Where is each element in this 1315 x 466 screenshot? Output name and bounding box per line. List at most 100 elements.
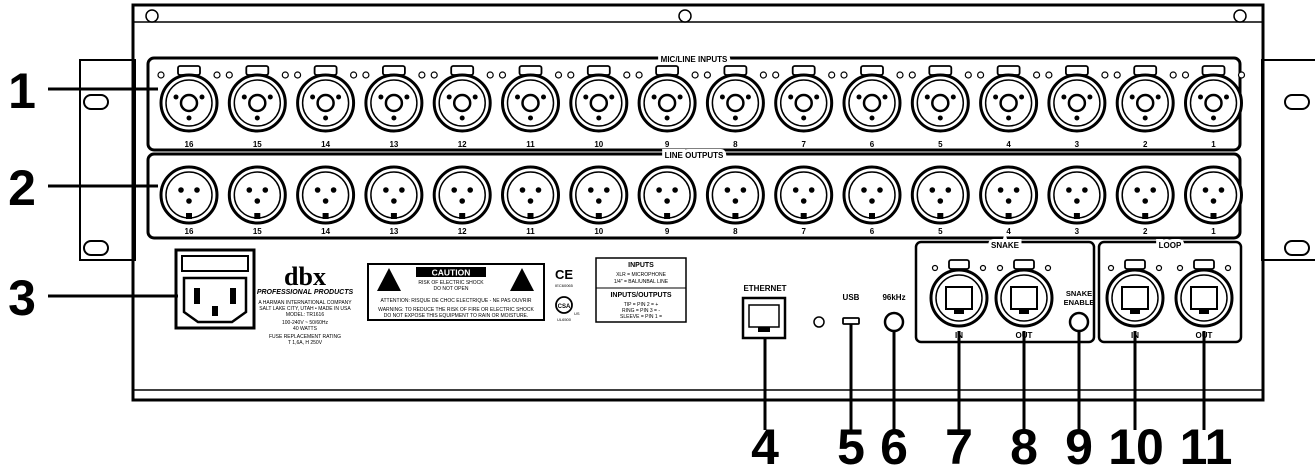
callout-3: 3	[8, 270, 36, 326]
callout-2: 2	[8, 160, 36, 216]
combo-input-jack[interactable]	[157, 65, 221, 133]
combo-input-jack[interactable]	[703, 65, 768, 133]
caution-attention: ATTENTION: RISQUE DE CHOC ELECTRIQUE - N…	[381, 298, 532, 304]
loop-title: LOOP	[1159, 241, 1182, 250]
output-channel-number: 11	[526, 227, 535, 236]
combo-input-jack[interactable]	[294, 65, 358, 133]
output-channel-number: 16	[185, 227, 194, 236]
input-channel-number: 15	[253, 140, 262, 149]
caution-title: CAUTION	[432, 268, 471, 278]
xlr-output-jack[interactable]	[842, 165, 902, 225]
input-channel-number: 5	[938, 140, 943, 149]
input-channel-number: 1	[1211, 140, 1216, 149]
csa-us: US	[574, 311, 580, 316]
xlr-output-jack[interactable]	[227, 165, 287, 225]
input-channel-number: 6	[870, 140, 875, 149]
brand-company: A HARMAN INTERNATIONAL COMPANY	[258, 300, 352, 306]
snake-title: SNAKE	[991, 241, 1020, 250]
snake-enable-button[interactable]	[1068, 311, 1090, 333]
combo-input-jack[interactable]	[498, 65, 563, 133]
brand-model: MODEL: TR1616	[286, 312, 324, 318]
xlr-output-jack[interactable]	[1047, 165, 1107, 225]
io-line1: TIP = PIN 2 = +	[624, 302, 659, 308]
xlr-output-jack[interactable]	[1115, 165, 1175, 225]
callout-9: 9	[1065, 419, 1093, 466]
csa-mark-icon	[555, 296, 573, 314]
csa-mark: CSA	[558, 304, 571, 310]
inputs-title: INPUTS	[628, 262, 654, 269]
combo-input-jack[interactable]	[430, 65, 494, 133]
power-inlet	[174, 248, 256, 330]
power-rating: 100-240V ~ 50/60Hz	[282, 320, 329, 326]
combo-input-jack[interactable]	[840, 65, 904, 133]
ethernet-label: ETHERNET	[743, 284, 786, 293]
loop-in-ethercon[interactable]	[1105, 259, 1165, 328]
xlr-output-jack[interactable]	[296, 165, 356, 225]
loop-out-ethercon[interactable]	[1174, 259, 1234, 328]
caution-line2: DO NOT OPEN	[434, 286, 469, 292]
xlr-output-jack[interactable]	[637, 165, 697, 225]
combo-input-jack[interactable]	[362, 65, 426, 133]
combo-input-jack[interactable]	[567, 65, 631, 133]
combo-input-jack[interactable]	[1181, 65, 1246, 133]
output-channel-number: 13	[389, 227, 398, 236]
caution-label: CAUTION RISK OF ELECTRIC SHOCK DO NOT OP…	[367, 263, 545, 321]
xlr-output-jack[interactable]	[774, 165, 834, 225]
combo-input-jack[interactable]	[772, 65, 836, 133]
shock-warning-icon	[377, 268, 401, 291]
xlr-output-jack[interactable]	[159, 165, 219, 225]
callout-numbers: 1 2 3 4 5 6 7 8 9 10 11	[8, 63, 1232, 466]
brand-block: dbx PROFESSIONAL PRODUCTS A HARMAN INTER…	[257, 262, 354, 346]
callout-5: 5	[837, 419, 865, 466]
io-title: INPUTS/OUTPUTS	[610, 292, 671, 299]
brand-tagline: PROFESSIONAL PRODUCTS	[257, 289, 354, 296]
callout-4: 4	[751, 419, 779, 466]
output-channel-number: 5	[938, 227, 943, 236]
io-line2: RING = PIN 3 = -	[622, 308, 660, 314]
96khz-indicator: 96kHz	[882, 293, 906, 333]
iec-standard: IEC60065	[555, 283, 574, 288]
combo-input-jack[interactable]	[976, 65, 1041, 133]
xlr-output-jack[interactable]	[364, 165, 424, 225]
xlr-output-jack[interactable]	[979, 165, 1039, 225]
combo-input-jack[interactable]	[1045, 65, 1109, 133]
caution-warning2: DO NOT EXPOSE THIS EQUIPMENT TO RAIN OR …	[384, 313, 529, 319]
input-channel-number: 10	[594, 140, 603, 149]
combo-input-jack[interactable]	[908, 65, 972, 133]
xlr-output-jack[interactable]	[1184, 165, 1243, 225]
inputs-line2: 1/4" = BAL/UNBAL LINE	[614, 279, 669, 285]
callout-10: 10	[1108, 419, 1164, 466]
io-spec-box: INPUTS XLR = MICROPHONE 1/4" = BAL/UNBAL…	[595, 257, 687, 323]
callout-1: 1	[8, 63, 36, 119]
input-channel-number: 13	[389, 140, 398, 149]
output-channel-number: 7	[801, 227, 806, 236]
xlr-output-jack[interactable]	[501, 165, 560, 225]
input-channel-number: 16	[185, 140, 194, 149]
output-channel-number: 8	[733, 227, 738, 236]
xlr-output-jack[interactable]	[432, 165, 492, 225]
combo-input-jack[interactable]	[225, 65, 289, 133]
xlr-output-jack[interactable]	[569, 165, 629, 225]
output-channel-number: 10	[594, 227, 603, 236]
chassis-screws	[145, 9, 1247, 23]
fuse-rating-value: T 1,6A, H 250V	[288, 340, 323, 346]
callout-6: 6	[880, 419, 908, 466]
usb-port[interactable]: USB	[842, 293, 860, 325]
xlr-output-jack[interactable]	[705, 165, 765, 225]
output-channel-number: 9	[665, 227, 670, 236]
xlr-output-jack[interactable]	[910, 165, 970, 225]
input-channel-number: 12	[458, 140, 467, 149]
output-channel-number: 6	[870, 227, 875, 236]
callout-lines	[48, 87, 1206, 430]
exclamation-warning-icon	[510, 268, 534, 291]
usb-label: USB	[843, 293, 860, 302]
snake-out-ethercon[interactable]	[994, 259, 1054, 328]
callout-8: 8	[1010, 419, 1038, 466]
combo-input-jack[interactable]	[1113, 65, 1177, 133]
input-channel-number: 3	[1075, 140, 1080, 149]
combo-input-jack[interactable]	[635, 65, 699, 133]
rack-ear-slots	[83, 94, 1310, 256]
ethernet-port[interactable]: ETHERNET	[741, 284, 787, 340]
snake-in-ethercon[interactable]	[929, 259, 989, 328]
